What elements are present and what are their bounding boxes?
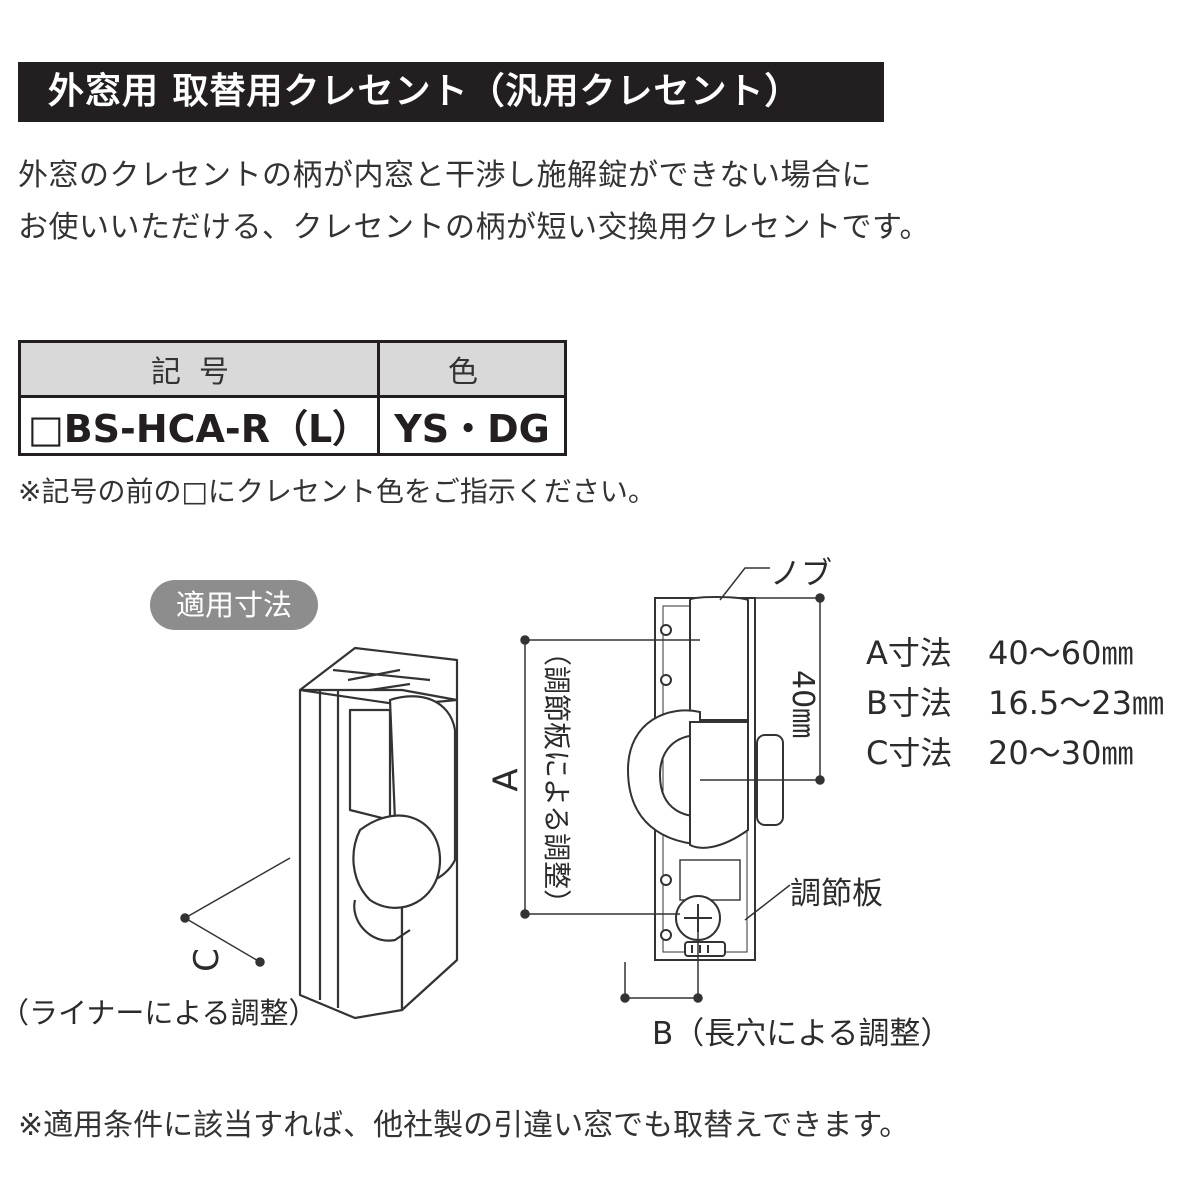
spec-header-code: 記号 (18, 340, 380, 398)
intro-line-2: お使いいただける、クレセントの柄が短い交換用クレセントです。 (18, 210, 930, 245)
dimension-value: 20～30㎜ (988, 734, 1134, 772)
page-title: 外窓用 取替用クレセント（汎用クレセント） (18, 62, 884, 122)
dimension-name: A寸法 (866, 634, 952, 672)
dim-c-lines (180, 857, 291, 967)
dimension-row-c: C寸法 20～30㎜ (866, 728, 1164, 778)
crescent-3d-illustration (298, 646, 459, 1020)
crescent-front-view (626, 596, 784, 961)
intro-text: 外窓のクレセントの柄が内窓と干渉し施解錠ができない場合に お使いいただける、クレ… (18, 150, 930, 254)
spec-header-row: 記号 色 (18, 340, 567, 398)
note-color-instruction: ※記号の前の□にクレセント色をご指示ください。 (18, 475, 656, 508)
dimension-value: 40～60㎜ (988, 634, 1134, 672)
dimension-lines (520, 567, 825, 1003)
label-dim-a-note: （調節板による調整） (540, 638, 573, 918)
applicable-size-badge: 適用寸法 (150, 580, 318, 630)
label-dim-40: 40㎜ (785, 670, 820, 739)
spec-cell-color: YS・DG (377, 395, 567, 456)
intro-line-1: 外窓のクレセントの柄が内窓と干渉し施解錠ができない場合に (18, 158, 872, 193)
spec-cell-code: □BS-HCA-R（L） (18, 395, 380, 456)
dimension-list: A寸法 40～60㎜ B寸法 16.5～23㎜ C寸法 20～30㎜ (866, 628, 1164, 778)
spec-row: □BS-HCA-R（L） YS・DG (18, 395, 567, 456)
label-dim-c: C (186, 948, 227, 972)
note-applicability: ※適用条件に該当すれば、他社製の引違い窓でも取替えできます。 (18, 1108, 910, 1143)
spec-header-color: 色 (377, 340, 567, 398)
dimension-row-a: A寸法 40～60㎜ (866, 628, 1164, 678)
label-adjust-plate: 調節板 (790, 876, 883, 912)
dimension-value: 16.5～23㎜ (988, 684, 1164, 722)
dimension-name: B寸法 (866, 684, 952, 722)
label-dim-a: A (486, 768, 527, 792)
label-dim-c-note: （ライナーによる調整） (0, 996, 318, 1030)
dimension-name: C寸法 (866, 734, 953, 772)
label-knob: ノブ (770, 556, 832, 592)
spec-table: 記号 色 □BS-HCA-R（L） YS・DG (18, 340, 567, 456)
dimension-row-b: B寸法 16.5～23㎜ (866, 678, 1164, 728)
label-dim-b: B（長穴による調整） (652, 1016, 952, 1052)
